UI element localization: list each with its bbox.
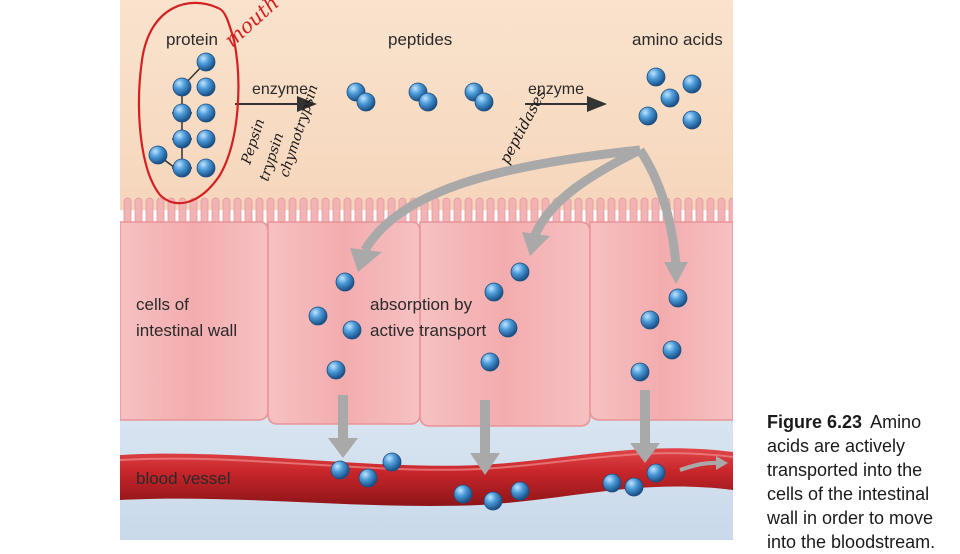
amino-acid-molecule (196, 158, 216, 178)
amino-acid-molecule (148, 145, 168, 165)
amino-acid-molecule (196, 129, 216, 149)
absorption-arrows (361, 145, 681, 266)
amino-acid-molecule (662, 340, 682, 360)
label-enzyme-1: enzyme (252, 81, 308, 98)
amino-acid-molecule (646, 67, 666, 87)
amino-acid-molecule (510, 481, 530, 501)
label-amino-acids: amino acids (632, 30, 723, 49)
amino-acid-molecule (172, 77, 192, 97)
amino-acid-molecule (483, 491, 503, 511)
amino-acid-molecule (358, 468, 378, 488)
figure-number: Figure 6.23 (767, 412, 863, 432)
amino-acid-molecules (148, 52, 702, 511)
label-cells-line1: cells of (136, 295, 189, 314)
label-absorption-line1: absorption by (370, 295, 473, 314)
caption-text: Amino acids are actively transported int… (767, 412, 936, 552)
label-peptides: peptides (388, 30, 452, 49)
amino-acid-molecule (480, 352, 500, 372)
amino-acid-molecule (330, 460, 350, 480)
cell (589, 221, 733, 421)
amino-acid-molecule (356, 92, 376, 112)
amino-acid-molecule (382, 452, 402, 472)
arrow-heads (350, 232, 688, 284)
intestinal-cells (120, 221, 733, 427)
amino-acid-molecule (668, 288, 688, 308)
cell (267, 221, 421, 425)
amino-acid-molecule (660, 88, 680, 108)
figure-caption: Figure 6.23 Amino acids are actively tra… (767, 410, 957, 554)
amino-acid-molecule (196, 77, 216, 97)
amino-acid-molecule (342, 320, 362, 340)
digestion-diagram: protein peptides amino acids enzyme enzy… (120, 0, 733, 540)
diagram-canvas: protein peptides amino acids enzyme enzy… (120, 0, 733, 540)
amino-acid-molecule (640, 310, 660, 330)
label-absorption-line2: active transport (370, 321, 486, 340)
amino-acid-molecule (335, 272, 355, 292)
amino-acid-molecule (453, 484, 473, 504)
amino-acid-molecule (484, 282, 504, 302)
circle-annotation (137, 1, 240, 205)
amino-acid-molecule (326, 360, 346, 380)
label-blood-vessel: blood vessel (136, 469, 231, 488)
label-cells-line2: intestinal wall (136, 321, 237, 340)
amino-acid-molecule (602, 473, 622, 493)
amino-acid-molecule (196, 103, 216, 123)
amino-acid-molecule (682, 74, 702, 94)
label-protein: protein (166, 30, 218, 49)
amino-acid-molecule (498, 318, 518, 338)
amino-acid-molecule (682, 110, 702, 130)
amino-acid-molecule (638, 106, 658, 126)
amino-acid-molecule (624, 477, 644, 497)
label-enzyme-2: enzyme (528, 81, 584, 98)
amino-acid-molecule (510, 262, 530, 282)
amino-acid-molecule (196, 52, 216, 72)
amino-acid-molecule (172, 158, 192, 178)
amino-acid-molecule (418, 92, 438, 112)
amino-acid-molecule (474, 92, 494, 112)
amino-acid-molecule (630, 362, 650, 382)
amino-acid-molecule (172, 103, 192, 123)
amino-acid-molecule (308, 306, 328, 326)
amino-acid-molecule (172, 129, 192, 149)
amino-acid-molecule (646, 463, 666, 483)
into-vessel-arrows (328, 390, 660, 475)
